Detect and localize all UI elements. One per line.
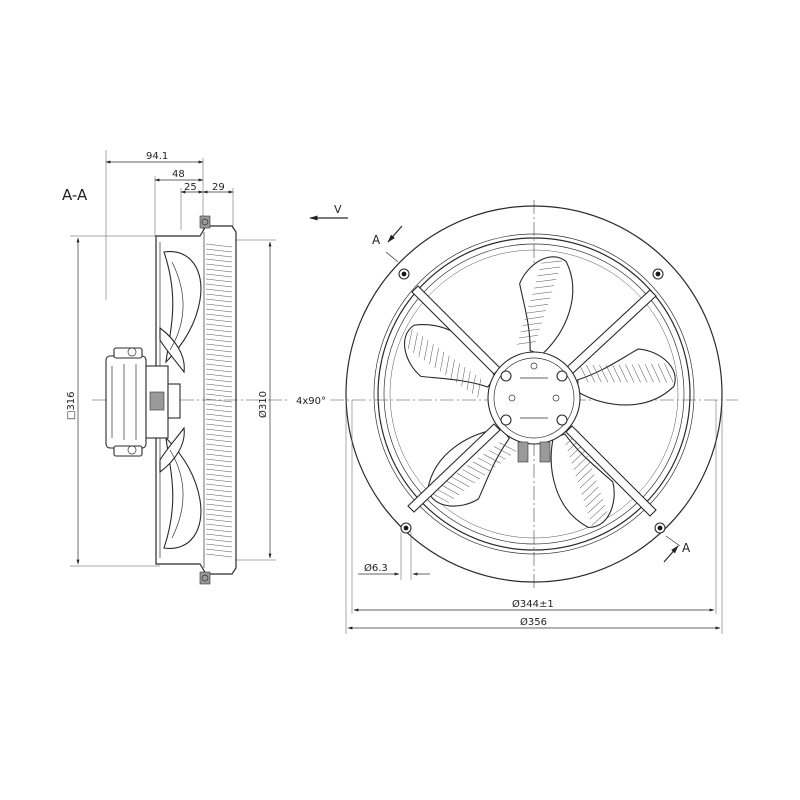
section-marks: A A (372, 225, 691, 563)
dim-hole: Ø6.3 (364, 562, 388, 574)
bolt-circle-dimension: Ø344±1 (351, 400, 717, 614)
dim-square: □316 (66, 391, 77, 420)
hole-pattern: 4x90° (296, 396, 326, 407)
hole-dimension: Ø6.3 (358, 532, 430, 580)
mounting-holes (398, 268, 666, 534)
airflow-label: V (334, 203, 342, 216)
support-struts (407, 285, 657, 517)
outer-diameter-dimension: Ø356 (345, 400, 723, 634)
section-mark-top: A (372, 233, 381, 247)
top-dimensions: 94.1 48 25 29 (105, 150, 234, 300)
airflow-indicator: V (309, 203, 348, 221)
square-dimension: □316 (66, 235, 160, 567)
dim-outer: Ø356 (520, 616, 547, 628)
guard-grille (205, 243, 233, 558)
dim-depth-48: 48 (172, 169, 185, 180)
section-mark-bottom: A (682, 541, 691, 555)
section-view: A-A 94.1 48 25 29 □316 (62, 150, 290, 585)
dim-diameter: Ø310 (257, 391, 269, 418)
dim-depth-29: 29 (212, 182, 225, 193)
fan-blades (404, 256, 676, 528)
section-blades (159, 251, 202, 549)
dim-depth-25: 25 (184, 182, 197, 193)
front-view: V 4x90° A (296, 200, 738, 634)
dim-overall-depth: 94.1 (146, 151, 168, 162)
hub (487, 351, 581, 463)
dim-bolt-circle: Ø344±1 (512, 598, 554, 610)
outer-rings (345, 205, 723, 583)
motor (105, 347, 181, 457)
section-label: A-A (62, 186, 88, 204)
